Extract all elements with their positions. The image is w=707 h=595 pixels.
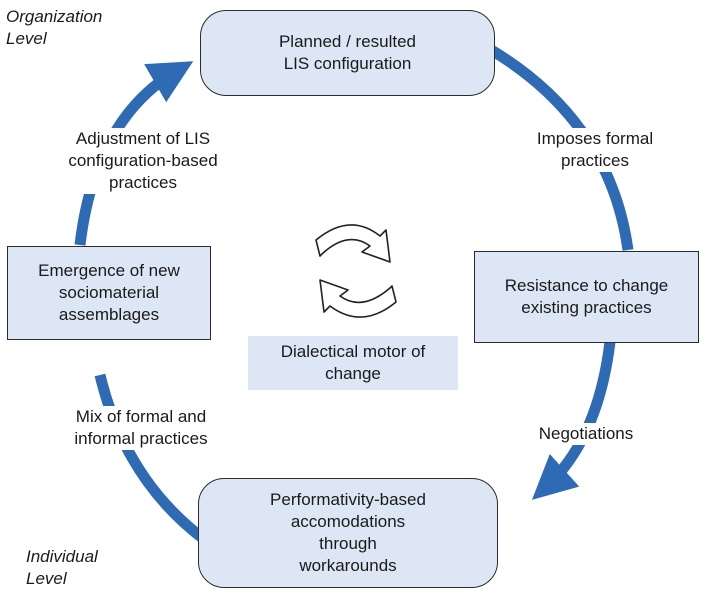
node-performativity-accomodations: Performativity-based accomodations throu… — [198, 478, 498, 588]
edge-label-adjustment-of-practices: Adjustment of LIS configuration-based pr… — [38, 128, 248, 194]
node-resistance-to-change: Resistance to change existing practices — [474, 251, 699, 343]
organization-level-label: Organization Level — [6, 7, 103, 48]
edge-label-negotiations: Negotiations — [516, 423, 656, 445]
arrow-bottom-left — [94, 373, 209, 545]
dialectical-motor-label: Dialectical motor of change — [248, 336, 458, 390]
edge-label-imposes-formal-practices: Imposes formal practices — [520, 128, 670, 172]
node-planned-lis-configuration: Planned / resulted LIS configuration — [200, 10, 495, 96]
individual-level-label: Individual Level — [26, 547, 98, 588]
arrow-right-bottom — [531, 341, 616, 500]
refresh-cycle-icon — [315, 224, 397, 318]
node-emergence-sociomaterial: Emergence of new sociomaterial assemblag… — [7, 246, 211, 340]
edge-label-mix-of-practices: Mix of formal and informal practices — [36, 406, 246, 450]
